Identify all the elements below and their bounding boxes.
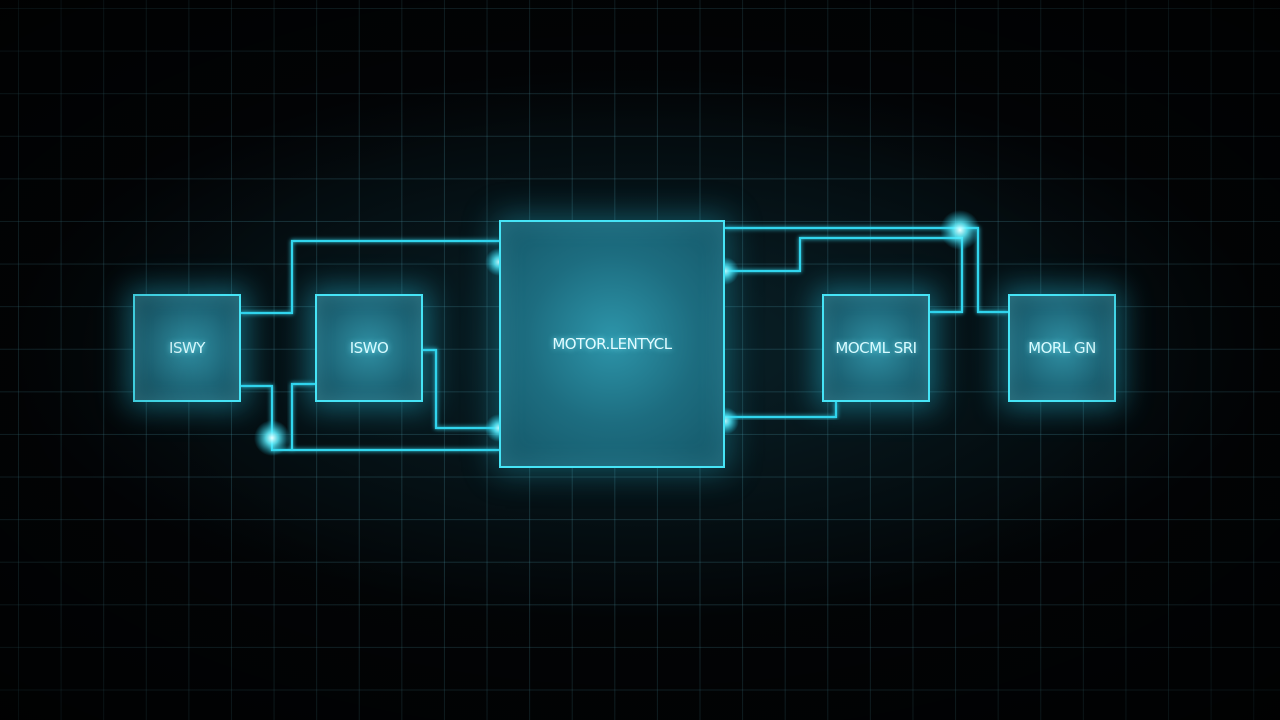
junction-node <box>940 210 980 250</box>
block-4[interactable]: MOCML SRI <box>822 294 930 402</box>
wire-center-4-low <box>725 402 838 419</box>
block-2[interactable]: ISWO <box>315 294 423 402</box>
motor-control-block[interactable]: MOTOR.LENTYCL <box>499 220 725 468</box>
junction-node <box>254 420 290 456</box>
wire-2-center-low <box>422 348 499 430</box>
block-5[interactable]: MORL GN <box>1008 294 1116 402</box>
wire-lower-tap <box>290 382 315 450</box>
block-1[interactable]: ISWY <box>133 294 241 402</box>
